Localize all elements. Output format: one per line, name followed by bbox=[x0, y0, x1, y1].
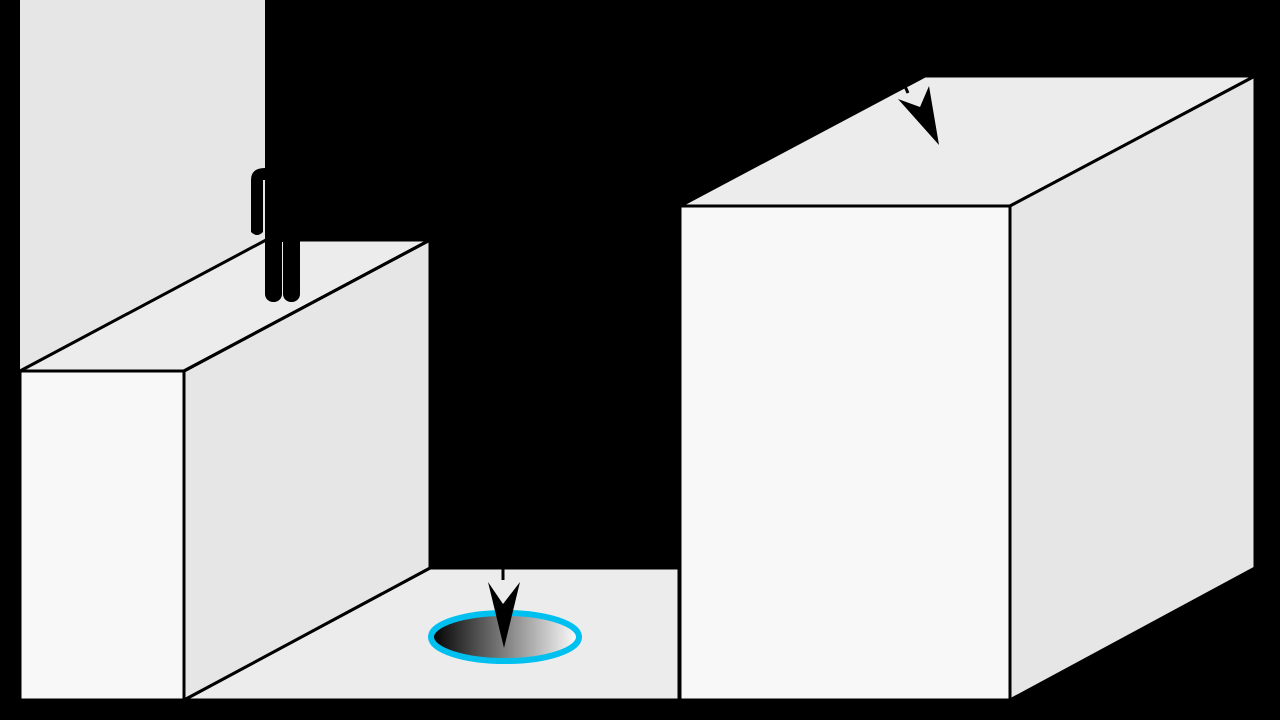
right-block-front bbox=[678, 204, 1012, 702]
diagonal-arrow-icon bbox=[898, 83, 939, 145]
person-icon bbox=[251, 120, 300, 302]
down-arrow-icon bbox=[488, 568, 520, 648]
left-block bbox=[18, 238, 432, 702]
back-wall bbox=[20, 0, 265, 371]
left-block-front bbox=[18, 369, 186, 702]
right-block bbox=[678, 74, 1257, 702]
